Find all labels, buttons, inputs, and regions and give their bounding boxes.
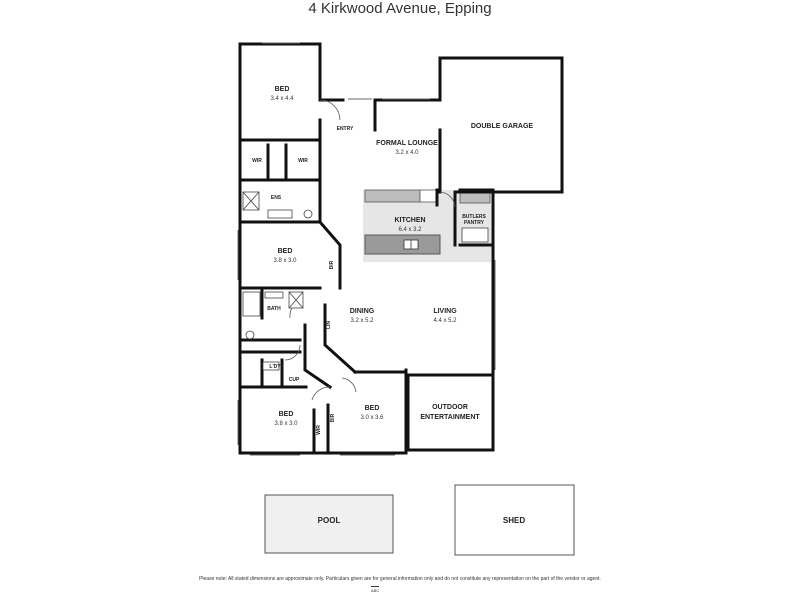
vanity-ens [267, 209, 293, 219]
wir-right-label: WIR [298, 158, 308, 164]
laundry-tub [262, 361, 280, 371]
living-dims: 4.4 x 5.2 [433, 318, 457, 324]
wir-bed3-label: WIR [316, 425, 322, 435]
bed4-dims: 3.0 x 3.6 [360, 415, 384, 421]
fixtures [242, 191, 489, 371]
living-label: LIVING [433, 308, 457, 315]
toilet-ens [303, 209, 313, 219]
bed1-label: BED [275, 86, 290, 93]
cup-label: CUP [289, 377, 300, 383]
bed4-label: BED [365, 405, 380, 412]
disclaimer-text: Please note: All stated dimensions are a… [199, 576, 601, 582]
entry-label: ENTRY [337, 126, 354, 132]
windows [237, 42, 496, 456]
pool-label: POOL [318, 516, 341, 525]
lin-label: LIN [326, 321, 332, 329]
bath-label: BATH [267, 306, 281, 312]
pantry-bench [459, 192, 491, 204]
bathtub [242, 291, 261, 317]
bed2-dims: 3.8 x 3.0 [273, 258, 297, 264]
bir-bed4-label: BIR [330, 413, 336, 422]
bir-bed2-label: BIR [329, 260, 335, 269]
formal-lounge-label: FORMAL LOUNGE [376, 140, 438, 147]
agency-logo: ABC [371, 586, 380, 593]
bed3-dims: 3.8 x 3.0 [274, 421, 298, 427]
dining-label: DINING [350, 308, 375, 315]
outdoor-label-line1: OUTDOOR [432, 404, 468, 411]
shed-outline [454, 484, 575, 556]
bed3-label: BED [279, 411, 294, 418]
formal-lounge-dims: 3.2 x 4.0 [395, 150, 419, 156]
fridge-space [419, 189, 438, 203]
outdoor-label-line2: ENTERTAINMENT [420, 414, 480, 421]
bed2-label: BED [278, 248, 293, 255]
kitchen-island [364, 234, 441, 255]
dining-dims: 3.2 x 5.2 [350, 318, 374, 324]
shed-label: SHED [503, 516, 525, 525]
bath-vanity [264, 291, 284, 299]
pantry-shelf [461, 227, 489, 243]
ldy-label: L'DY [269, 364, 281, 370]
ens-label: ENS [271, 195, 282, 201]
plan-title: 4 Kirkwood Avenue, Epping [308, 0, 492, 17]
bed1-dims: 3.4 x 4.4 [270, 96, 294, 102]
pool-outline [264, 494, 394, 554]
double-garage-label: DOUBLE GARAGE [471, 123, 534, 130]
kitchen-bench [364, 189, 421, 203]
toilet-main [245, 330, 255, 340]
kitchen-label: KITCHEN [394, 217, 425, 224]
wir-left-label: WIR [252, 158, 262, 164]
kitchen-dims: 6.4 x 3.2 [398, 227, 422, 233]
